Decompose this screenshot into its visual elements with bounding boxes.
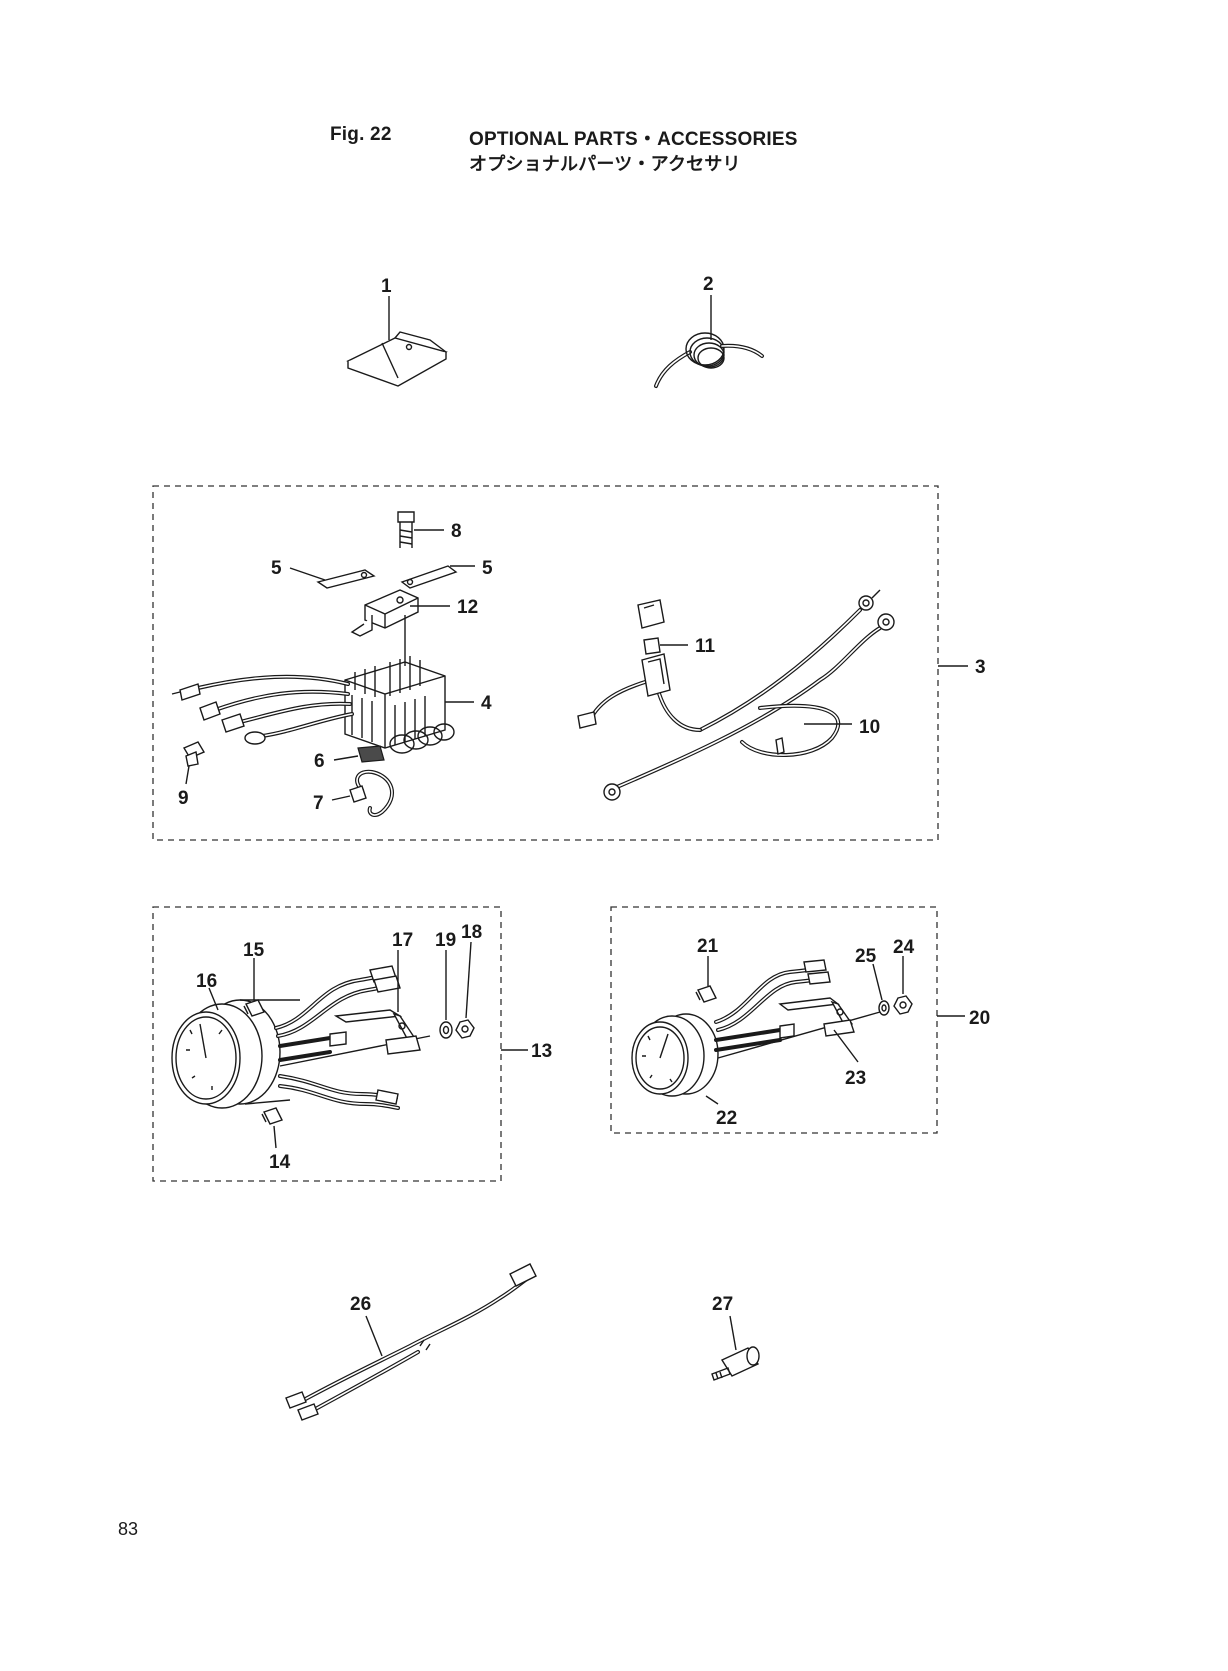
callout-7: 7	[313, 793, 324, 814]
callout-20: 20	[969, 1008, 990, 1029]
part-6-pad-illustration	[357, 745, 385, 763]
kit-20-group-box	[610, 906, 938, 1134]
callout-19: 19	[435, 930, 456, 951]
leader-18	[465, 941, 472, 1019]
callout-22: 22	[716, 1108, 737, 1129]
part-18-nut-illustration	[455, 1019, 475, 1039]
leader-14	[273, 1125, 277, 1149]
callout-8: 8	[451, 521, 462, 542]
leader-6	[333, 755, 359, 761]
callout-18: 18	[461, 922, 482, 943]
leader-23	[833, 1029, 859, 1063]
callout-25: 25	[855, 946, 877, 967]
callout-9: 9	[178, 788, 189, 809]
leader-16	[208, 987, 219, 1011]
leader-26	[365, 1315, 383, 1357]
callout-11: 11	[695, 636, 716, 657]
part-24-nut-illustration	[893, 995, 913, 1015]
callout-21: 21	[697, 936, 719, 957]
callout-24: 24	[893, 937, 915, 958]
callout-26: 26	[350, 1294, 371, 1315]
callout-6: 6	[314, 751, 325, 772]
part-16-meter-illustration	[171, 999, 300, 1109]
leader-7	[331, 795, 351, 801]
meter-13-wires-illustration	[274, 965, 431, 1110]
callout-16: 16	[196, 971, 217, 992]
part-1-pouch-illustration	[346, 331, 448, 387]
part-2-coiled-wire-illustration	[654, 332, 764, 388]
part-7-clamp-illustration	[349, 769, 394, 817]
page-subtitle: オプショナルパーツ・アクセサリ	[469, 154, 741, 174]
callout-5-left: 5	[271, 558, 282, 579]
part-17-bracket-illustration	[333, 1009, 421, 1055]
callout-14: 14	[269, 1152, 291, 1173]
meter-20-wires-illustration	[714, 959, 881, 1059]
part-22-meter-illustration	[631, 1013, 719, 1097]
callout-2: 2	[703, 274, 714, 295]
callout-12: 12	[457, 597, 478, 618]
leader-22	[705, 1095, 719, 1105]
part-21-bulb-illustration	[695, 985, 717, 1003]
callout-1: 1	[381, 276, 392, 297]
figure-label: Fig. 22	[330, 124, 392, 145]
part-11-fuse-illustration	[637, 599, 665, 655]
page-number: 83	[118, 1519, 139, 1539]
callout-10: 10	[859, 717, 880, 738]
callout-3: 3	[975, 657, 986, 678]
callout-13: 13	[531, 1041, 552, 1062]
part-19-washer-illustration	[439, 1021, 453, 1039]
part-23-bracket-illustration	[778, 997, 855, 1037]
callout-15: 15	[243, 940, 265, 961]
part-9-cap-illustration	[182, 741, 206, 767]
leader-5a	[289, 567, 326, 581]
part-26-cable-illustration	[285, 1263, 537, 1421]
part-25-washer-illustration	[878, 1000, 890, 1016]
part-14-bulb-illustration	[261, 1107, 283, 1125]
part-5-strap-left-illustration	[316, 569, 376, 589]
kit-3-group-box	[152, 485, 939, 841]
callout-17: 17	[392, 930, 413, 951]
leader-9	[185, 765, 190, 785]
callout-4: 4	[481, 693, 492, 714]
part-8-bolt-illustration	[397, 511, 415, 548]
part-10-harness-illustration	[577, 589, 895, 801]
part-27-plug-illustration	[711, 1346, 760, 1381]
page-title: OPTIONAL PARTS・ACCESSORIES	[469, 129, 798, 150]
part-5-strap-right-illustration	[400, 565, 458, 589]
leader-25	[872, 963, 883, 1001]
part-12-bracket-illustration	[350, 589, 419, 637]
leader-27	[729, 1315, 737, 1351]
callout-5-right: 5	[482, 558, 493, 579]
part-15-bulb-illustration	[243, 999, 265, 1017]
part-4-regulator-illustration	[171, 656, 455, 754]
callout-23: 23	[845, 1068, 866, 1089]
callout-27: 27	[712, 1294, 733, 1315]
kit-13-group-box	[152, 906, 502, 1182]
